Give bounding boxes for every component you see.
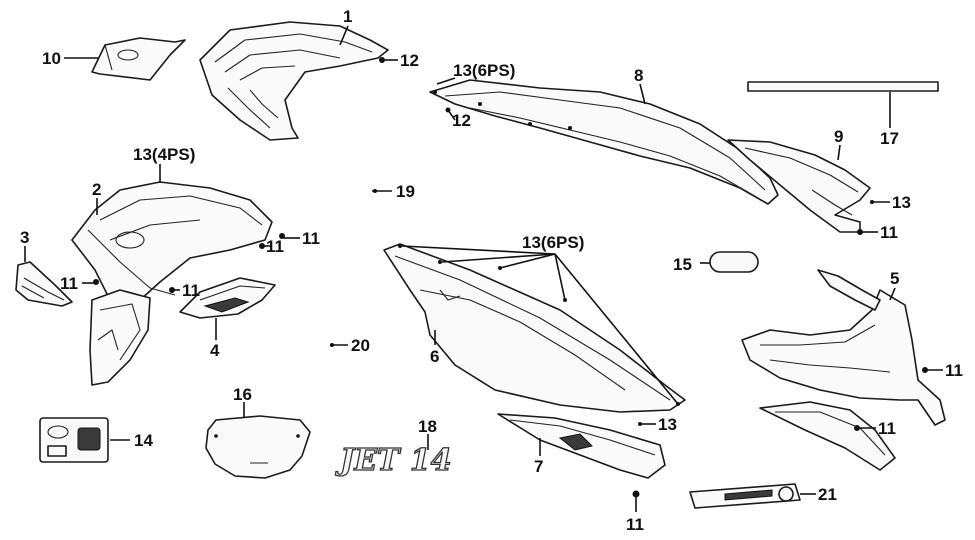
callout-5: 5	[890, 269, 899, 288]
part-4-trim	[179, 277, 276, 319]
part-undercover	[759, 401, 896, 471]
callout-11-c: 11	[60, 274, 78, 293]
callout-1: 1	[343, 7, 352, 26]
callout-14: 14	[134, 431, 153, 450]
part-15-oval-cap	[709, 251, 759, 273]
part-2-front-cover	[71, 181, 273, 301]
part-17-strip	[747, 81, 939, 92]
callout-8: 8	[634, 66, 643, 85]
callout-2: 2	[92, 180, 101, 199]
part-6-side-panel	[383, 243, 686, 413]
part-8-side-cover	[429, 79, 779, 205]
callout-11-e: 11	[880, 223, 898, 242]
part-5-rear-lower-cover	[741, 269, 946, 426]
callout-11-d: 11	[182, 281, 200, 300]
callout-13-4ps: 13(4PS)	[133, 145, 195, 164]
part-21-strip	[689, 483, 801, 509]
callout-13-6ps-top: 13(6PS)	[453, 61, 515, 80]
callout-21: 21	[818, 485, 837, 504]
part-7-lower-panel	[497, 413, 666, 479]
part-3-bracket	[15, 261, 73, 307]
callout-13-right: 13	[892, 193, 911, 212]
part-14-kit	[39, 417, 109, 463]
leader-lines	[24, 25, 943, 512]
callout-6: 6	[430, 347, 439, 366]
part-10-cover	[91, 37, 186, 81]
callout-11-a: 11	[302, 229, 320, 248]
callout-17: 17	[880, 129, 899, 148]
part-1-front-upper-cover	[199, 21, 389, 141]
callout-4: 4	[210, 341, 220, 360]
callout-11-h: 11	[626, 515, 644, 534]
callout-10: 10	[42, 49, 61, 68]
callout-11-b: 11	[266, 237, 284, 256]
callout-13-lower: 13	[658, 415, 677, 434]
part-18-decal: JET 14	[334, 442, 452, 478]
callout-15: 15	[673, 255, 692, 274]
callout-7: 7	[534, 457, 543, 476]
callout-18: 18	[418, 417, 437, 436]
part-16-emblem	[205, 415, 311, 479]
callout-12-b: 12	[452, 111, 471, 130]
callout-13-6ps-mid: 13(6PS)	[522, 233, 584, 252]
callout-12-a: 12	[400, 51, 419, 70]
callout-20: 20	[351, 336, 370, 355]
callout-19: 19	[396, 182, 415, 201]
callout-9: 9	[834, 127, 843, 146]
callout-3: 3	[20, 228, 29, 247]
part-9-rear-cover	[727, 139, 871, 233]
callout-11-g: 11	[878, 419, 896, 438]
callout-labels: 1 2 3 4 5 6 7 8 9 10 11 11 11 11 11 11 1…	[20, 7, 963, 534]
decal-logo-text: JET 14	[335, 443, 452, 478]
callout-11-f: 11	[945, 361, 963, 380]
callout-16: 16	[233, 385, 252, 404]
part-lower-front-panel	[89, 289, 151, 386]
